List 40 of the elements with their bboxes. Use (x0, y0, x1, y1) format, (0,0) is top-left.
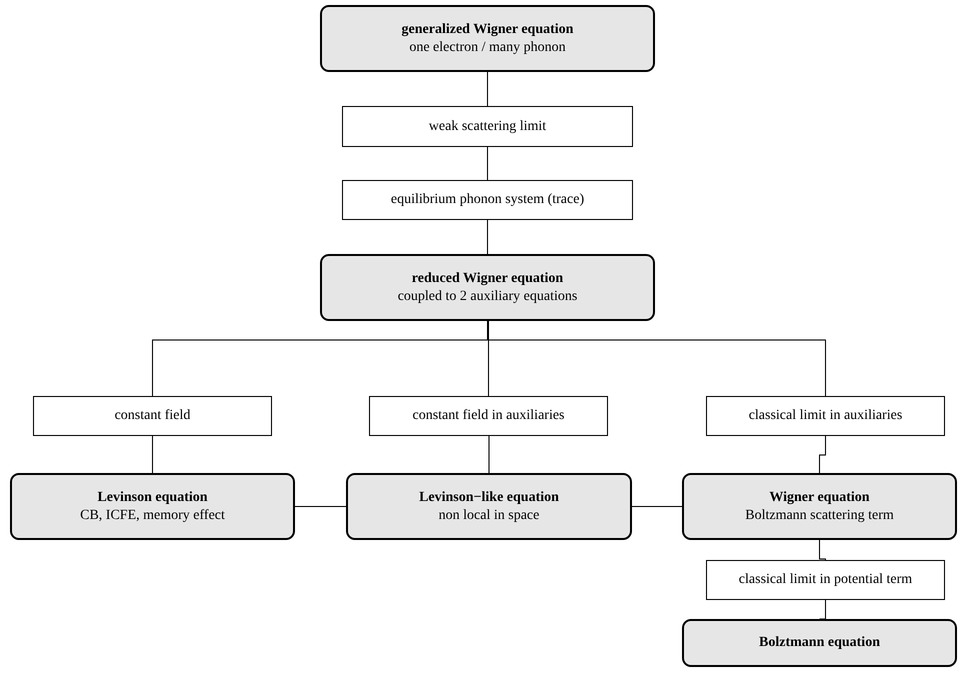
connector-line (294, 506, 346, 507)
box-text: equilibrium phonon system (trace) (390, 191, 584, 209)
box-text: classical limit in potential term (738, 571, 912, 589)
equation-box (320, 254, 655, 321)
box-text: classical limit in auxiliaries (748, 407, 902, 425)
connector-line (819, 600, 826, 620)
equation-box (10, 473, 295, 540)
condition-box (342, 106, 633, 147)
condition-box (33, 396, 272, 436)
box-heading: Levinson equation (97, 488, 208, 506)
box-heading: generalized Wigner equation (402, 20, 574, 38)
box-text: coupled to 2 auxiliary equations (398, 288, 578, 306)
connector-line (488, 436, 490, 474)
connector-line (819, 540, 826, 560)
condition-box (706, 560, 945, 600)
box-text: Boltzmann scattering term (745, 506, 894, 524)
equation-box (346, 473, 632, 540)
box-heading: Wigner equation (769, 488, 870, 506)
box-heading: reduced Wigner equation (412, 270, 564, 288)
equation-box (682, 473, 957, 540)
box-text: CB, ICFE, memory effect (80, 506, 225, 524)
connector-line (152, 436, 153, 474)
connector-line (487, 72, 488, 106)
connector-line (488, 320, 489, 396)
condition-box (706, 396, 945, 436)
box-text: constant field (114, 407, 190, 425)
connector-line (487, 146, 488, 180)
connector-line (487, 220, 488, 254)
condition-box (369, 396, 608, 436)
box-text: non local in space (438, 506, 540, 524)
box-heading: Levinson−like equation (419, 488, 559, 506)
box-text: weak scattering limit (428, 118, 546, 136)
box-text: one electron / many phonon (409, 38, 566, 56)
box-text: constant field in auxiliaries (412, 407, 564, 425)
box-text: Bolztmann equation (759, 634, 880, 652)
equation-box (320, 5, 655, 72)
connector-line (632, 506, 682, 507)
condition-box (342, 180, 633, 220)
connector-line (819, 436, 826, 474)
equation-box (682, 619, 957, 667)
